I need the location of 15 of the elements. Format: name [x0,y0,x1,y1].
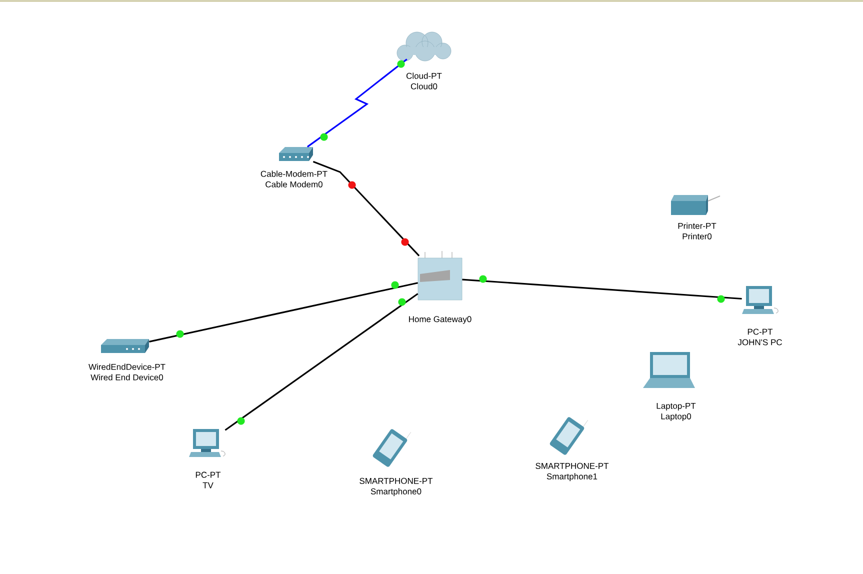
device-label: SMARTPHONE-PT Smartphone1 [536,462,609,482]
network-cable [149,282,418,342]
device-label: Home Gateway0 [409,316,472,324]
device-label: PC-PT TV [196,472,221,488]
network-cable [224,293,418,431]
device-label: Printer-PT Printer0 [678,222,716,240]
device-label: Cable-Modem-PT Cable Modem0 [260,170,328,188]
device-label: PC-PT JOHN'S PC [738,328,782,346]
device-label: WiredEndDevice-PT Wired End Device0 [88,364,166,380]
network-cable [306,58,408,148]
network-cable [462,278,742,300]
device-label: SMARTPHONE-PT Smartphone0 [360,478,433,496]
device-label: Cloud-PT Cloud0 [406,72,442,90]
network-cable [312,160,420,256]
device-label: Laptop-PT Laptop0 [656,402,696,422]
